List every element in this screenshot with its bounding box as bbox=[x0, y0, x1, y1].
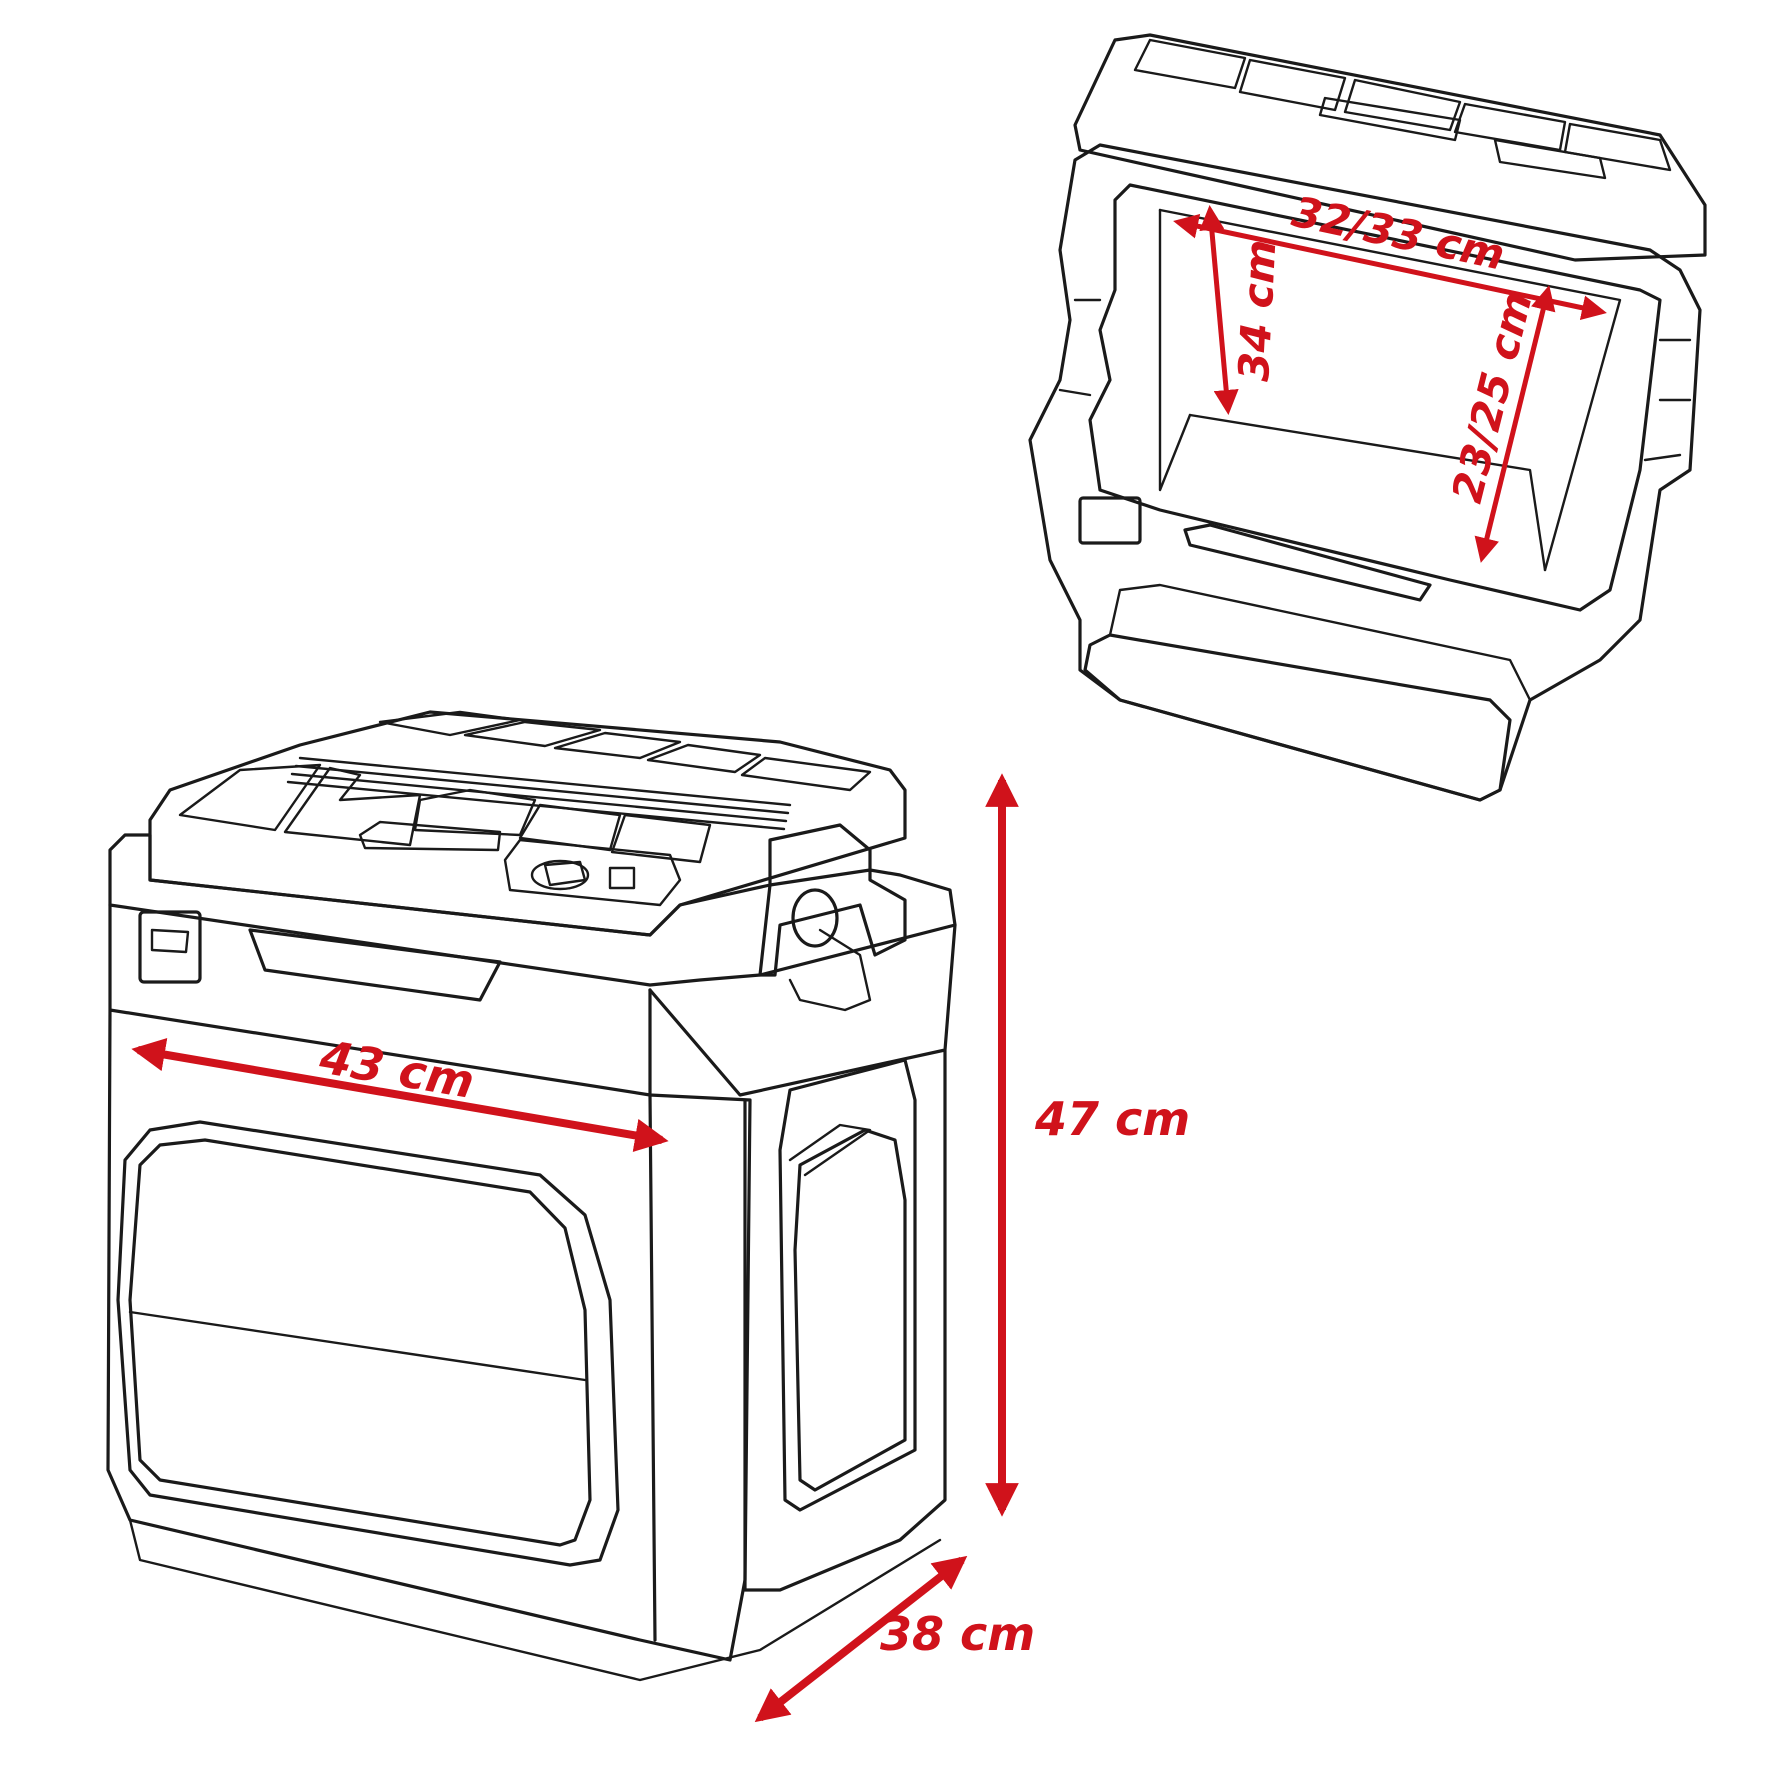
body-front-face bbox=[106, 903, 752, 1662]
open-lid-panel bbox=[1238, 58, 1347, 112]
body-bottom-edge bbox=[128, 1518, 942, 1682]
open-lid bbox=[1073, 33, 1707, 262]
control-panel bbox=[503, 838, 682, 907]
open-lid-panel bbox=[1563, 122, 1672, 172]
open-body-front-handle bbox=[1183, 523, 1432, 602]
side-pocket-inner bbox=[793, 1128, 907, 1492]
open-lid-panel bbox=[1133, 38, 1247, 90]
lid-panel bbox=[358, 820, 502, 852]
carry-handle-pivot bbox=[791, 888, 839, 948]
depth-dimension-label: 38 cm bbox=[880, 1607, 1035, 1661]
lid-front-rim bbox=[108, 833, 957, 987]
depth-dimension-arrow bbox=[754, 1555, 968, 1723]
lid-panel bbox=[178, 763, 322, 832]
lid-vent-lines bbox=[286, 756, 792, 831]
lid-latch-slot bbox=[150, 928, 190, 954]
open-body-left-ribs bbox=[1058, 298, 1102, 397]
height-dimension-label: 47 cm bbox=[1034, 1092, 1190, 1146]
inner-height-dimension-label: 23/25 cm bbox=[1442, 286, 1542, 507]
front-pocket-flap-seam bbox=[128, 1310, 587, 1382]
open-body-front-pocket bbox=[1083, 633, 1512, 802]
temperature-knob bbox=[530, 859, 590, 891]
inner-depth-dimension-label: 34 cm bbox=[1229, 238, 1285, 382]
side-pocket-flap bbox=[788, 1123, 872, 1177]
open-lid-inner-strip bbox=[1318, 96, 1462, 142]
carry-handle bbox=[758, 823, 907, 977]
lid-panel bbox=[553, 731, 682, 760]
lid-latch bbox=[138, 910, 202, 984]
body-corner-edge bbox=[648, 988, 657, 1642]
power-switch bbox=[608, 866, 636, 890]
open-lid-latch bbox=[1493, 138, 1607, 180]
lid-panel bbox=[378, 710, 522, 737]
open-body-inner-rim bbox=[1088, 183, 1662, 612]
cavity-left-wall bbox=[1158, 208, 1192, 492]
front-handle-recess bbox=[248, 928, 502, 1002]
open-body-pocket-top bbox=[1108, 583, 1532, 702]
front-pocket-inner bbox=[128, 1138, 592, 1547]
inner-depth-dimension-arrow bbox=[1199, 205, 1239, 415]
carry-handle-grip bbox=[788, 928, 872, 1012]
body-side-face bbox=[648, 923, 957, 1592]
lid-panel bbox=[740, 756, 872, 792]
inner-height-dimension-arrow bbox=[1474, 285, 1556, 563]
open-body-latch bbox=[1078, 496, 1142, 545]
lid-panel bbox=[646, 743, 762, 774]
open-body-side-ribs bbox=[1643, 338, 1692, 462]
temperature-knob-grip bbox=[543, 860, 587, 887]
dimension-annotations: 43 cm 47 cm 38 cm 32/33 cm 34 cm 23/25 c… bbox=[131, 187, 1607, 1723]
lid-panel bbox=[463, 720, 602, 748]
lid-panel bbox=[283, 766, 422, 847]
front-pocket bbox=[116, 1120, 620, 1567]
cavity-back-wall bbox=[1158, 208, 1622, 572]
closed-cooler-illustration bbox=[106, 710, 957, 1682]
side-pocket bbox=[778, 1058, 917, 1512]
lid-panel bbox=[413, 788, 537, 837]
width-dimension-arrow bbox=[131, 1037, 669, 1153]
open-cooler-illustration bbox=[1028, 33, 1707, 802]
